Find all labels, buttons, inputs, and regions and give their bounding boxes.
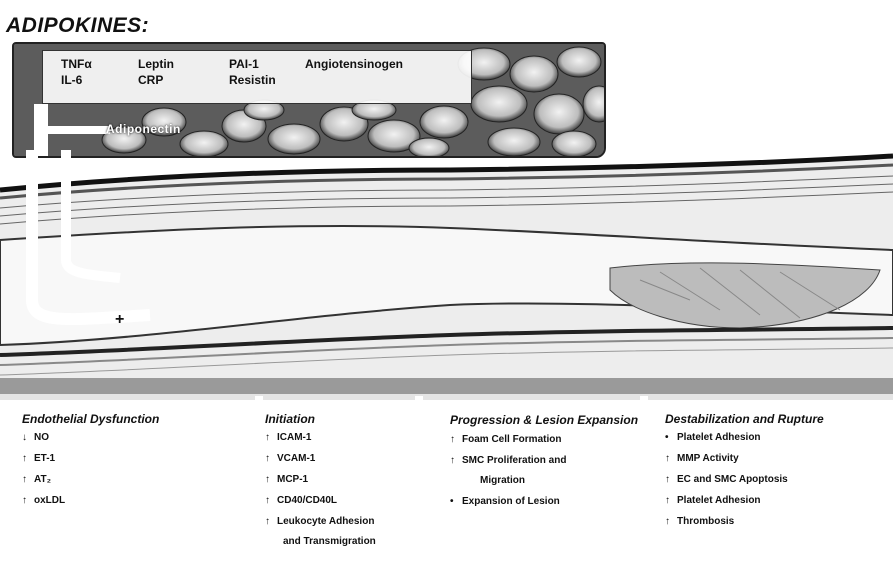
adipokine-list: TNFα Leptin PAI-1 Angiotensinogen IL-6 C…: [42, 50, 472, 104]
list-item: ↑Thrombosis: [665, 516, 824, 528]
stage-title: Destabilization and Rupture: [665, 412, 824, 426]
list-item: ↑ICAM-1: [265, 432, 376, 444]
adipokine-angiotensinogen: Angiotensinogen: [305, 57, 403, 71]
adipokine-il6: IL-6: [61, 73, 82, 87]
stage-endothelial-dysfunction: Endothelial Dysfunction ↓NO ↑ET-1 ↑AT₂ ↑…: [22, 412, 159, 516]
artery-cross-section: +: [0, 150, 893, 412]
list-item: ↑VCAM-1: [265, 453, 376, 465]
list-item: ↑MCP-1: [265, 474, 376, 486]
diagram-title: ADIPOKINES:: [6, 14, 149, 38]
list-item: •Platelet Adhesion: [665, 432, 824, 444]
list-item: ↑ET-1: [22, 453, 159, 465]
adipokine-crp: CRP: [138, 73, 163, 87]
stage-title: Endothelial Dysfunction: [22, 412, 159, 426]
list-item: ↑Foam Cell Formation: [450, 434, 640, 446]
adipokine-adiponectin: Adiponectin: [106, 122, 181, 136]
adipokine-resistin: Resistin: [229, 73, 276, 87]
list-item: ↑AT₂: [22, 474, 159, 486]
list-item: ↑EC and SMC Apoptosis: [665, 474, 824, 486]
stage-progression: Progression & Lesion Expansion ↑Foam Cel…: [450, 412, 640, 517]
stage-title: Progression & Lesion Expansion: [450, 412, 640, 428]
list-item: ↑oxLDL: [22, 495, 159, 507]
adipokine-tnf: TNFα: [61, 57, 92, 71]
plus-marker: +: [115, 311, 124, 328]
list-item: ↑CD40/CD40L: [265, 495, 376, 507]
adipokine-leptin: Leptin: [138, 57, 174, 71]
stage-initiation: Initiation ↑ICAM-1 ↑VCAM-1 ↑MCP-1 ↑CD40/…: [265, 412, 376, 557]
adipose-tissue-panel: TNFα Leptin PAI-1 Angiotensinogen IL-6 C…: [12, 42, 606, 158]
list-item: ↑Platelet Adhesion: [665, 495, 824, 507]
list-item: ↓NO: [22, 432, 159, 444]
list-item: ↑MMP Activity: [665, 453, 824, 465]
stage-destabilization: Destabilization and Rupture •Platelet Ad…: [665, 412, 824, 537]
stage-title: Initiation: [265, 412, 376, 426]
list-item: •Expansion of Lesion: [450, 496, 640, 508]
adipokine-pai1: PAI-1: [229, 57, 259, 71]
